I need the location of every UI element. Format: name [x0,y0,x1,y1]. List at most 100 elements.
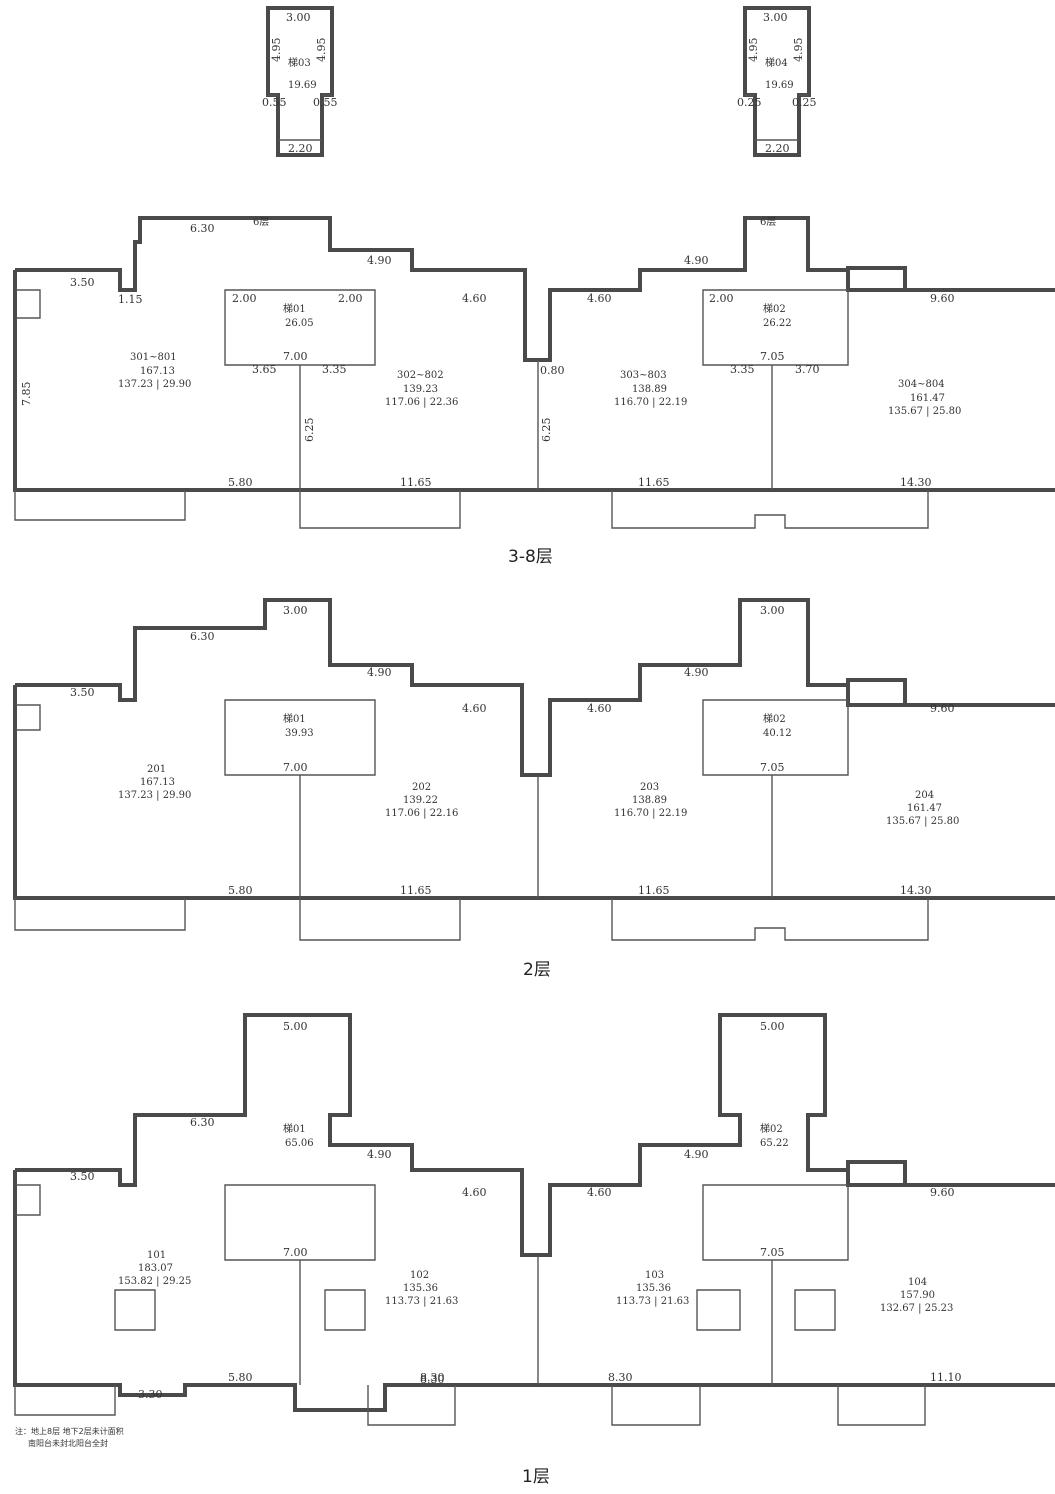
dim-350: 3.50 [70,276,95,289]
dim-490-a: 4.90 [367,254,392,267]
bottom-dim-1-2: 8.30 [420,1371,445,1384]
unit-302: 302~802 139.23 117.06 | 22.36 [385,370,458,408]
svg-text:201: 201 [147,764,166,775]
dim-080: 0.80 [540,364,565,377]
floor-caption-2: 2层 [523,960,551,980]
tower04-bottom-dim: 2.20 [765,142,790,155]
stair-01-area-2: 39.93 [285,728,314,739]
svg-text:116.70 | 22.19: 116.70 | 22.19 [614,397,687,408]
svg-text:167.13: 167.13 [140,777,175,788]
tower03-width-dim: 3.00 [286,11,311,24]
stair-02-label: 梯02 [763,302,786,315]
dim-705: 7.05 [760,350,785,363]
dim-200-a: 2.00 [232,292,257,305]
svg-text:101: 101 [147,1250,166,1261]
dim-350-1: 3.50 [70,1170,95,1183]
dim-705-2: 7.05 [760,761,785,774]
dim-460-e: 4.60 [462,1186,487,1199]
dim-960-1: 9.60 [930,1186,955,1199]
bottom-dim-1-4: 11.10 [930,1371,962,1384]
svg-text:204: 204 [915,790,934,801]
dim-460-f: 4.60 [587,1186,612,1199]
stair-01-label-1: 梯01 [283,1122,306,1135]
svg-text:102: 102 [410,1270,429,1281]
dim-960: 9.60 [930,292,955,305]
unit-102: 102 135.36 113.73 | 21.63 [385,1270,458,1307]
bottom-dim-1-1: 5.80 [228,1371,253,1384]
dim-460-a: 4.60 [462,292,487,305]
roof-marker-2: 6层 [760,216,776,228]
dim-700-1: 7.00 [283,1246,308,1259]
dim-630-1: 6.30 [190,1116,215,1129]
svg-text:113.73 | 21.63: 113.73 | 21.63 [616,1296,689,1307]
dim-490-e: 4.90 [367,1148,392,1161]
dim-500-b: 5.00 [760,1020,785,1033]
dim-365-bottom: 3.65 [252,363,277,376]
dim-700: 7.00 [283,350,308,363]
bottom-dim-2-1: 5.80 [228,884,253,897]
dim-625-a: 6.25 [303,418,316,443]
svg-text:135.36: 135.36 [636,1283,671,1294]
tower04-ledge-dim: 0.25 [737,96,762,109]
floor-caption-3-8: 3-8层 [508,547,553,567]
floor-plan-1: 5.00 5.00 6.30 3.50 4.90 4.90 4.60 4.60 … [13,1013,1055,1487]
dim-335-b: 3.35 [730,363,755,376]
unit-303: 303~803 138.89 116.70 | 22.19 [614,370,687,408]
svg-text:153.82 | 29.25: 153.82 | 29.25 [118,1276,191,1287]
svg-text:167.13: 167.13 [140,366,175,377]
dim-300-b: 3.00 [760,604,785,617]
unit-101: 101 183.07 153.82 | 29.25 [118,1250,191,1287]
dim-830: 8.30 [420,1373,445,1386]
svg-text:301~801: 301~801 [130,352,177,363]
svg-text:302~802: 302~802 [397,370,444,381]
tower04-side-dim-right: 4.95 [792,38,805,63]
dim-115: 1.15 [118,293,143,306]
unit-301: 301~801 167.13 137.23 | 29.90 [118,352,191,390]
dim-200-c: 2.00 [709,292,734,305]
dim-490-f: 4.90 [684,1148,709,1161]
tower03-side-dim: 4.95 [270,38,283,63]
floor-caption-1: 1层 [522,1467,550,1487]
unit-304: 304~804 161.47 135.67 | 25.80 [888,379,961,417]
unit-201: 201 167.13 137.23 | 29.90 [118,764,191,801]
dim-460-d: 4.60 [587,702,612,715]
tower03-ledge-dim-right: 0.55 [313,96,338,109]
dim-200-b: 2.00 [338,292,363,305]
unit-103: 103 135.36 113.73 | 21.63 [616,1270,689,1307]
svg-text:139.23: 139.23 [403,384,438,395]
stair-01-label-2: 梯01 [283,712,306,725]
unit-202: 202 139.22 117.06 | 22.16 [385,782,458,819]
svg-text:138.89: 138.89 [632,795,667,806]
dim-490-d: 4.90 [684,666,709,679]
dim-370-b: 3.70 [795,363,820,376]
unit-204: 204 161.47 135.67 | 25.80 [886,790,959,827]
stair-02-area-1: 65.22 [760,1138,789,1149]
stair-tower-03: 3.00 4.95 4.95 梯03 19.69 0.55 0.55 2.20 [262,6,338,157]
stair-tower-04: 3.00 4.95 4.95 梯04 19.69 0.25 0.25 2.20 [737,6,817,157]
tower04-area: 19.69 [765,80,794,91]
dim-460-c: 4.60 [462,702,487,715]
bottom-dim-1-3: 8.30 [608,1371,633,1384]
svg-text:116.70 | 22.19: 116.70 | 22.19 [614,808,687,819]
tower03-bottom-dim: 2.20 [288,142,313,155]
dim-630-2: 6.30 [190,630,215,643]
svg-text:157.90: 157.90 [900,1290,935,1301]
svg-text:103: 103 [645,1270,664,1281]
svg-text:138.89: 138.89 [632,384,667,395]
stair-01-area: 26.05 [285,318,314,329]
dim-630: 6.30 [190,222,215,235]
stair-02-label-2: 梯02 [763,712,786,725]
stair-02-area-2: 40.12 [763,728,792,739]
svg-text:135.36: 135.36 [403,1283,438,1294]
svg-text:202: 202 [412,782,431,793]
note-line-2: 南阳台未封北阳台全封 [28,1438,108,1448]
tower04-side-dim: 4.95 [747,38,760,63]
dim-330: 3.30 [138,1388,163,1401]
svg-text:113.73 | 21.63: 113.73 | 21.63 [385,1296,458,1307]
svg-text:303~803: 303~803 [620,370,667,381]
bottom-dim-2-3: 11.65 [638,884,670,897]
svg-text:117.06 | 22.16: 117.06 | 22.16 [385,808,458,819]
stair-02-label-1: 梯02 [760,1122,783,1135]
dim-500-a: 5.00 [283,1020,308,1033]
bottom-dim-1: 5.80 [228,476,253,489]
